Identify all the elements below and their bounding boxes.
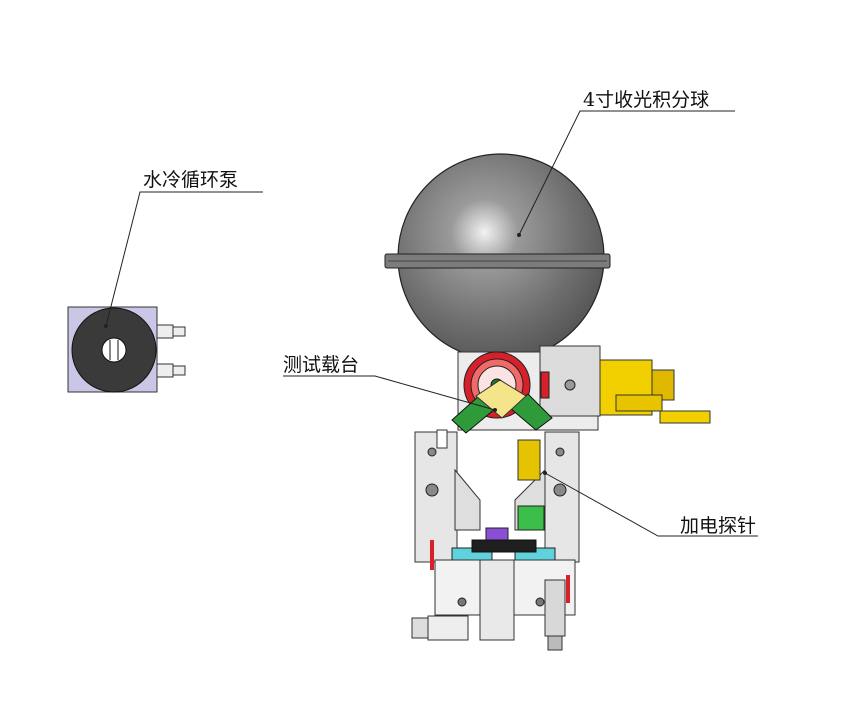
leader-stage <box>283 375 496 411</box>
label-power-probe: 加电探针 <box>680 515 757 537</box>
label-water-cooling-pump: 水冷循环泵 <box>143 169 239 191</box>
label-test-stage: 测试载台 <box>283 354 360 376</box>
water-cooling-pump <box>67 306 186 393</box>
leader-pump <box>105 191 263 327</box>
integrating-sphere <box>384 153 611 361</box>
leader-sphere <box>518 110 735 236</box>
label-integrating-sphere: 4寸收光积分球 <box>583 89 710 111</box>
leader-dots <box>104 233 547 475</box>
leader-probe <box>544 472 758 537</box>
test-stage-assembly <box>411 345 711 651</box>
leader-lines <box>105 110 758 537</box>
